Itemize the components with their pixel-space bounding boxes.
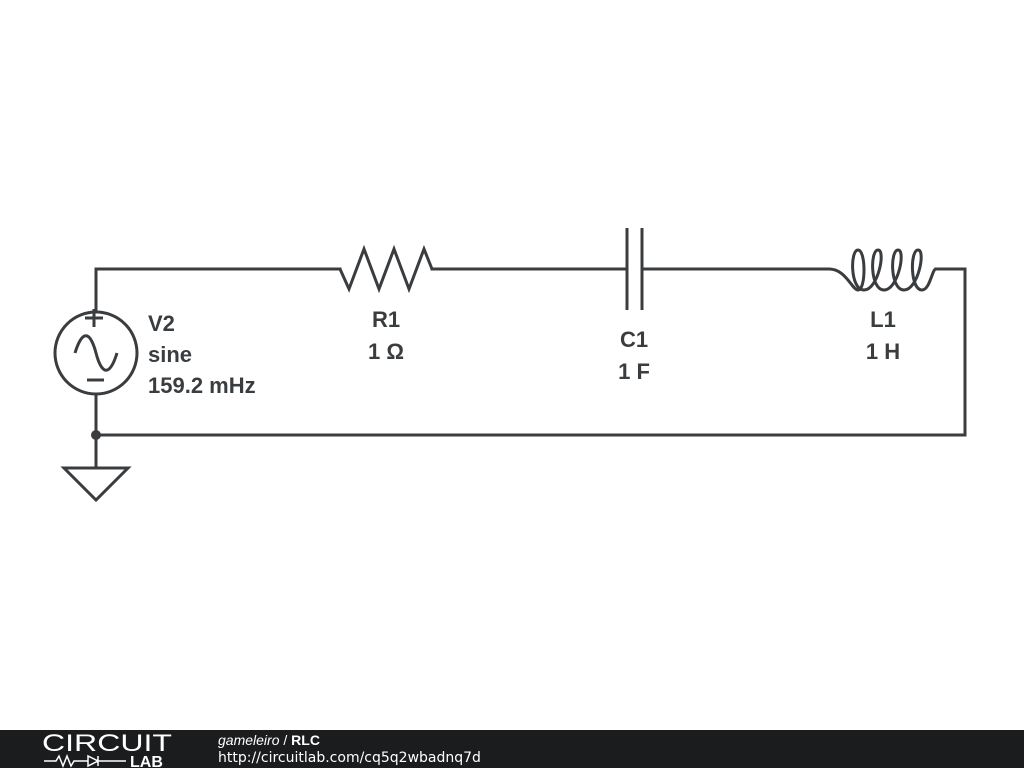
resistor-diode-logo-icon bbox=[44, 753, 126, 768]
v2-name-label: V2 bbox=[148, 311, 175, 336]
r1-name-label: R1 bbox=[372, 307, 400, 332]
l1-name-label: L1 bbox=[870, 307, 896, 332]
wire-right-loop bbox=[94, 267, 967, 437]
svg-text:LAB: LAB bbox=[130, 754, 163, 768]
circuit-schematic: V2 sine 159.2 mHz R1 1 Ω C1 1 F L1 1 H bbox=[53, 228, 967, 503]
wire-top-left bbox=[94, 267, 342, 314]
c1-name-label: C1 bbox=[620, 327, 648, 352]
footer-bar: CIRCUIT LAB gameleiro / RLC http://circu… bbox=[0, 730, 1024, 768]
svg-text:CIRCUIT: CIRCUIT bbox=[42, 730, 172, 757]
circuit-url-link[interactable]: http://circuitlab.com/cq5q2wbadnq7d bbox=[218, 750, 481, 766]
footer-separator: / bbox=[279, 732, 292, 748]
capacitor-c1[interactable] bbox=[625, 228, 644, 310]
junction-node bbox=[91, 430, 101, 440]
v2-type-label: sine bbox=[148, 342, 192, 367]
circuit-title[interactable]: RLC bbox=[291, 732, 320, 748]
l1-value-label: 1 H bbox=[866, 339, 900, 364]
v2-frequency-label: 159.2 mHz bbox=[148, 373, 256, 398]
c1-value-label: 1 F bbox=[618, 359, 650, 384]
inductor-l1[interactable] bbox=[828, 248, 937, 292]
r1-value-label: 1 Ω bbox=[368, 339, 404, 364]
circuitlab-logo[interactable]: CIRCUIT LAB bbox=[42, 730, 182, 768]
voltage-source-v2[interactable] bbox=[53, 309, 139, 396]
footer-info: gameleiro / RLC http://circuitlab.com/cq… bbox=[218, 731, 481, 767]
resistor-r1[interactable] bbox=[338, 244, 434, 294]
ground-symbol bbox=[60, 466, 132, 503]
author-link[interactable]: gameleiro bbox=[218, 732, 280, 748]
